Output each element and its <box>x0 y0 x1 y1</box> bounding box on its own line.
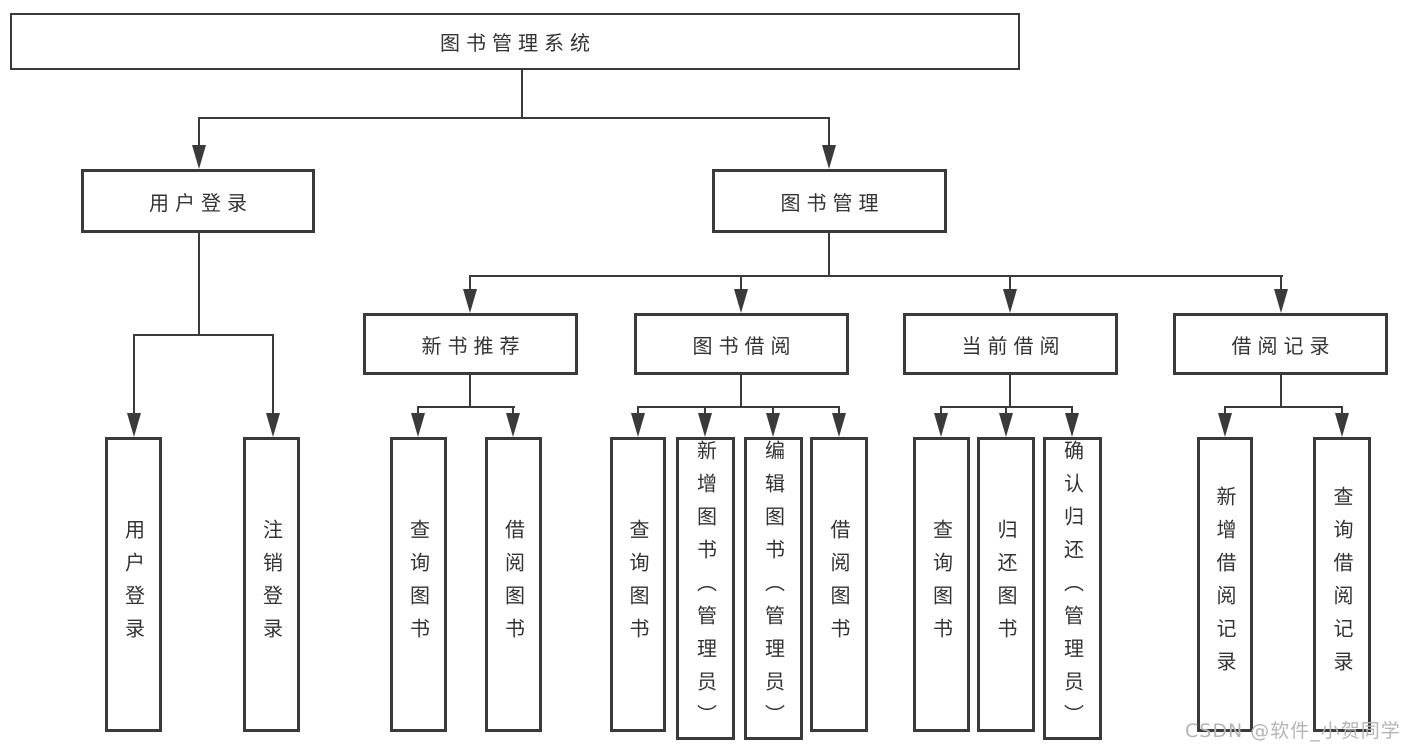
leaf-query-books-2: 查询图书 <box>610 437 666 732</box>
node-label: 借阅图书 <box>827 518 851 651</box>
leaf-user-login: 用户登录 <box>105 437 162 732</box>
leaf-borrow-books-2: 借阅图书 <box>810 437 868 732</box>
arrowhead-down-icon <box>266 413 280 437</box>
connector-line <box>198 117 200 151</box>
leaf-query-borrow-record: 查询借阅记录 <box>1313 437 1371 732</box>
node-label: 借阅记录 <box>1231 333 1336 358</box>
connector-line <box>704 406 706 416</box>
node-label: 注销登录 <box>259 518 284 651</box>
connector-line <box>272 334 274 414</box>
arrowhead-down-icon <box>766 413 780 437</box>
node-label: 查询借阅记录 <box>1330 485 1354 684</box>
leaf-borrow-books-1: 借阅图书 <box>485 437 542 732</box>
node-label: 当前借阅 <box>961 333 1066 358</box>
node-current-borrowing: 当前借阅 <box>903 313 1118 375</box>
connector-line <box>1224 406 1226 416</box>
leaf-add-books-admin: 新增图书（管理员） <box>676 437 735 740</box>
connector-line <box>1280 275 1282 295</box>
node-label: 查询图书 <box>929 518 954 651</box>
node-book-borrowing: 图书借阅 <box>634 313 849 375</box>
connector-line <box>637 406 840 408</box>
connector-line <box>740 275 742 295</box>
node-label: 确认归还（管理员） <box>1060 440 1085 737</box>
connector-line <box>417 406 419 416</box>
node-borrowing-records: 借阅记录 <box>1173 313 1388 375</box>
connector-line <box>198 117 830 119</box>
connector-line <box>469 373 471 408</box>
connector-line <box>1071 406 1073 416</box>
arrowhead-down-icon <box>698 413 712 437</box>
connector-line <box>828 230 830 277</box>
arrowhead-down-icon <box>934 413 948 437</box>
connector-line <box>838 406 840 416</box>
connector-line <box>772 406 774 416</box>
arrowhead-down-icon <box>1274 289 1288 313</box>
node-user-login: 用户登录 <box>81 169 315 233</box>
leaf-confirm-return-admin: 确认归还（管理员） <box>1043 437 1102 740</box>
arrowhead-down-icon <box>734 289 748 313</box>
arrowhead-down-icon <box>822 145 836 169</box>
connector-line <box>740 373 742 408</box>
connector-line <box>1280 373 1282 408</box>
node-label: 新书推荐 <box>421 333 526 358</box>
connector-line <box>828 117 830 151</box>
node-label: 新增借阅记录 <box>1213 485 1237 684</box>
node-label: 用户登录 <box>149 190 253 215</box>
arrowhead-down-icon <box>192 145 206 169</box>
node-label: 归还图书 <box>994 518 1018 651</box>
connector-line <box>417 406 515 408</box>
leaf-edit-books-admin: 编辑图书（管理员） <box>744 437 803 740</box>
leaf-query-books-1: 查询图书 <box>390 437 447 732</box>
node-label: 查询图书 <box>406 518 431 651</box>
connector-line <box>1009 275 1011 295</box>
arrowhead-down-icon <box>1003 289 1017 313</box>
node-label: 用户登录 <box>121 518 146 651</box>
leaf-add-borrow-record: 新增借阅记录 <box>1197 437 1253 732</box>
node-label: 编辑图书（管理员） <box>761 440 786 737</box>
arrowhead-down-icon <box>999 413 1013 437</box>
arrowhead-down-icon <box>1218 413 1232 437</box>
node-book-management: 图书管理 <box>712 169 947 233</box>
leaf-logout: 注销登录 <box>243 437 300 732</box>
node-label: 图书管理系统 <box>440 31 596 55</box>
node-library-management-system: 图书管理系统 <box>10 13 1020 70</box>
node-new-book-recommendation: 新书推荐 <box>363 313 578 375</box>
node-label: 借阅图书 <box>501 518 526 651</box>
connector-line <box>521 70 523 119</box>
arrowhead-down-icon <box>463 289 477 313</box>
connector-line <box>469 275 1283 277</box>
connector-line <box>637 406 639 416</box>
connector-line <box>512 406 514 416</box>
connector-line <box>198 230 200 336</box>
arrowhead-down-icon <box>1065 413 1079 437</box>
node-label: 新增图书（管理员） <box>693 440 718 737</box>
connector-line <box>469 275 471 295</box>
leaf-return-books: 归还图书 <box>977 437 1035 732</box>
connector-line <box>940 406 942 416</box>
connector-line <box>133 334 274 336</box>
watermark-csdn: CSDN @软件_小贺同学 <box>1185 720 1401 742</box>
connector-line <box>1341 406 1343 416</box>
arrowhead-down-icon <box>411 413 425 437</box>
arrowhead-down-icon <box>631 413 645 437</box>
node-label: 图书管理 <box>780 190 885 215</box>
connector-line <box>1224 406 1343 408</box>
connector-line <box>133 334 135 414</box>
connector-line <box>1009 373 1011 408</box>
arrowhead-down-icon <box>127 413 141 437</box>
node-label: 查询图书 <box>626 518 650 651</box>
arrowhead-down-icon <box>1335 413 1349 437</box>
leaf-query-books-3: 查询图书 <box>913 437 970 732</box>
arrowhead-down-icon <box>832 413 846 437</box>
node-label: 图书借阅 <box>692 333 797 358</box>
arrowhead-down-icon <box>506 413 520 437</box>
connector-line <box>1005 406 1007 416</box>
